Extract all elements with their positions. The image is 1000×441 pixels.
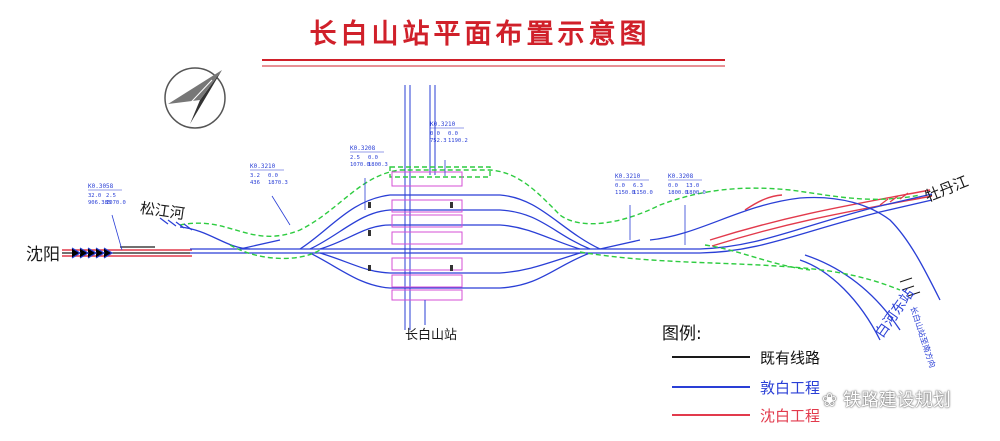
switch-marks-west xyxy=(71,217,193,259)
mileage-text: 1150.0 xyxy=(633,190,653,196)
mileage-text: K0.3058 xyxy=(88,183,114,190)
mileage-text: 0.0 xyxy=(368,155,378,161)
dunbai-line xyxy=(179,193,941,341)
switch-marks-south xyxy=(899,277,921,297)
station-building xyxy=(368,202,453,271)
mileage-text: 906.385 xyxy=(88,200,111,206)
station-label-changbaishan: 长白山站 xyxy=(405,328,458,343)
mileage-text: K0.3210 xyxy=(615,173,641,180)
mileage-text: 1190.2 xyxy=(448,138,468,144)
mileage-text: 0.0 xyxy=(430,131,440,137)
shenbai-line xyxy=(62,189,933,257)
mileage-text: 0.0 xyxy=(668,183,678,189)
mileage-text: 1150.0 xyxy=(615,190,635,196)
mileage-text: K0.3210 xyxy=(430,121,456,128)
legend-title: 图例: xyxy=(662,324,702,344)
diagram-title: 长白山站平面布置示意图 xyxy=(309,19,651,50)
mileage-text: 436 xyxy=(250,180,260,186)
mileage-text: K0.3208 xyxy=(350,145,376,152)
mileage-text: 1870.3 xyxy=(268,180,288,186)
mileage-leaders xyxy=(111,160,686,251)
mileage-text: 1800.0 xyxy=(686,190,706,196)
mileage-text: 32.0 xyxy=(88,193,101,199)
north-leaders xyxy=(404,85,436,330)
mileage-text: 13.0 xyxy=(686,183,699,189)
mileage-text: 0.0 xyxy=(448,131,458,137)
platform-blocks xyxy=(391,171,463,301)
mileage-text: K0.3210 xyxy=(250,163,276,170)
mileage-text: 752.3 xyxy=(430,138,447,144)
planned-dashed-line xyxy=(179,166,921,291)
legend-label-dunbai: 敦白工程 xyxy=(760,379,821,397)
mileage-box: K0.3210 3.2 0.0 436 1870.3 xyxy=(250,163,288,186)
legend-label-existing: 既有线路 xyxy=(760,349,821,367)
watermark-text: 铁路建设规划 xyxy=(842,390,951,411)
mileage-text: K0.3208 xyxy=(668,173,694,180)
switch-marks-east xyxy=(879,192,909,206)
mileage-text: 1800.3 xyxy=(368,162,388,168)
mileage-text: 1800.0 xyxy=(668,190,688,196)
compass-icon xyxy=(164,67,226,129)
mileage-text: 2.5 xyxy=(350,155,360,161)
mileage-text: 0.0 xyxy=(268,173,278,179)
mileage-text: 3.2 xyxy=(250,173,260,179)
wechat-icon: ❀ xyxy=(822,390,838,411)
mileage-text: 1070.0 xyxy=(106,200,126,206)
mileage-text: 0.0 xyxy=(615,183,625,189)
mileage-text: 2.5 xyxy=(106,193,116,199)
station-label-shenyang: 沈阳 xyxy=(26,245,60,265)
legend-label-shenbai: 沈白工程 xyxy=(760,407,821,425)
legend-lines xyxy=(672,356,750,416)
watermark: ❀ 铁路建设规划 xyxy=(822,386,951,412)
mileage-text: 1070.0 xyxy=(350,162,370,168)
mileage-text: 6.3 xyxy=(633,183,643,189)
